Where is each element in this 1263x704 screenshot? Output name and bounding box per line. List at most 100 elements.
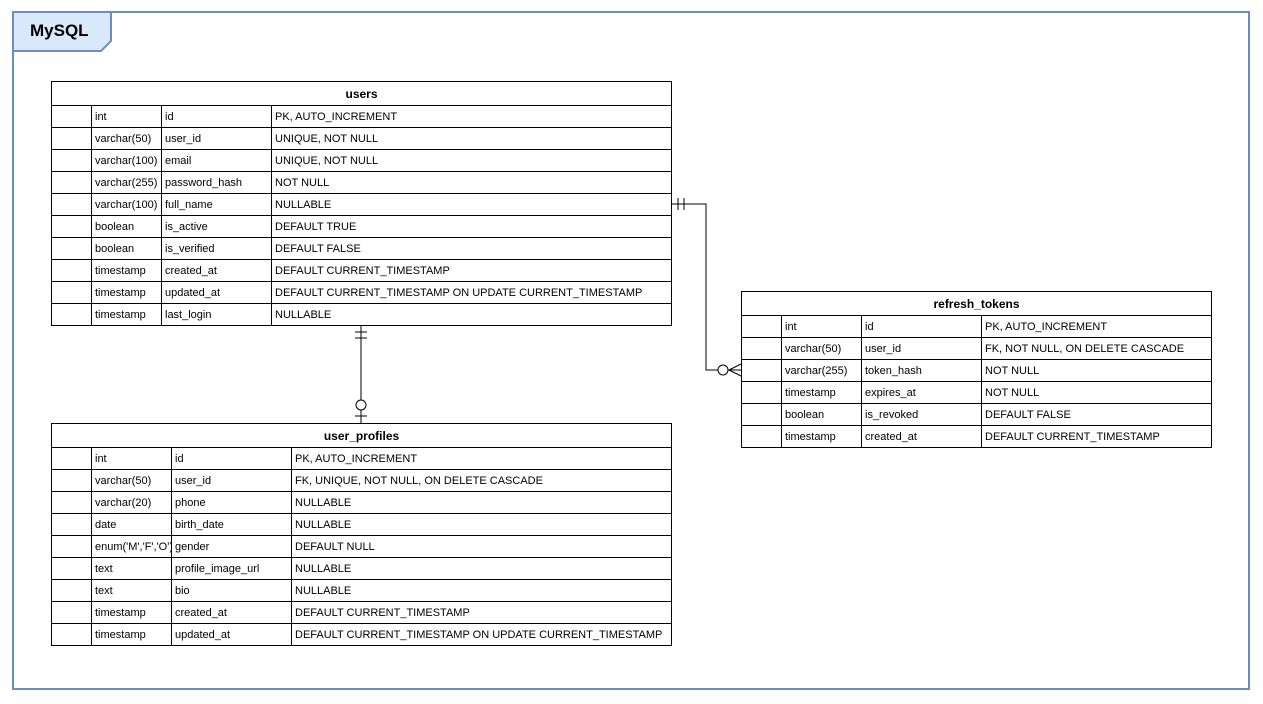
column-constraints: NULLABLE <box>291 491 672 514</box>
key-cell <box>51 215 92 238</box>
key-cell <box>741 425 782 448</box>
key-cell <box>51 171 92 194</box>
column-name: id <box>171 447 292 470</box>
column-constraints: NOT NULL <box>981 381 1212 404</box>
column-constraints: DEFAULT NULL <box>291 535 672 558</box>
column-type: int <box>91 105 162 128</box>
column-name: updated_at <box>171 623 292 646</box>
column-constraints: DEFAULT CURRENT_TIMESTAMP ON UPDATE CURR… <box>291 623 672 646</box>
column-type: varchar(50) <box>91 127 162 150</box>
key-cell <box>51 149 92 172</box>
column-constraints: NOT NULL <box>981 359 1212 382</box>
column-type: varchar(255) <box>91 171 162 194</box>
key-cell <box>51 513 92 536</box>
key-cell <box>741 337 782 360</box>
column-type: boolean <box>781 403 862 426</box>
column-type: timestamp <box>91 281 162 304</box>
column-type: int <box>91 447 172 470</box>
column-constraints: DEFAULT TRUE <box>271 215 672 238</box>
column-type: timestamp <box>781 381 862 404</box>
column-name: created_at <box>161 259 272 282</box>
column-constraints: PK, AUTO_INCREMENT <box>981 315 1212 338</box>
column-name: password_hash <box>161 171 272 194</box>
column-constraints: PK, AUTO_INCREMENT <box>291 447 672 470</box>
column-name: phone <box>171 491 292 514</box>
key-cell <box>51 303 92 326</box>
column-type: varchar(50) <box>91 469 172 492</box>
column-constraints: NULLABLE <box>291 513 672 536</box>
column-constraints: DEFAULT FALSE <box>271 237 672 260</box>
column-constraints: DEFAULT FALSE <box>981 403 1212 426</box>
column-type: timestamp <box>91 303 162 326</box>
column-name: last_login <box>161 303 272 326</box>
column-name: full_name <box>161 193 272 216</box>
column-type: text <box>91 557 172 580</box>
column-type: timestamp <box>781 425 862 448</box>
column-type: boolean <box>91 237 162 260</box>
key-cell <box>51 535 92 558</box>
column-name: is_verified <box>161 237 272 260</box>
column-name: user_id <box>861 337 982 360</box>
key-cell <box>51 469 92 492</box>
column-type: varchar(20) <box>91 491 172 514</box>
column-constraints: NULLABLE <box>291 557 672 580</box>
column-constraints: FK, NOT NULL, ON DELETE CASCADE <box>981 337 1212 360</box>
column-name: updated_at <box>161 281 272 304</box>
column-type: enum('M','F','O') <box>91 535 172 558</box>
key-cell <box>51 193 92 216</box>
column-constraints: DEFAULT CURRENT_TIMESTAMP <box>981 425 1212 448</box>
key-cell <box>741 403 782 426</box>
key-cell <box>51 259 92 282</box>
title-tab-shape <box>12 11 112 52</box>
column-constraints: NULLABLE <box>271 193 672 216</box>
column-name: expires_at <box>861 381 982 404</box>
column-type: text <box>91 579 172 602</box>
column-name: birth_date <box>171 513 292 536</box>
column-name: is_revoked <box>861 403 982 426</box>
column-constraints: UNIQUE, NOT NULL <box>271 127 672 150</box>
column-name: token_hash <box>861 359 982 382</box>
diagram-title: MySQL <box>30 21 89 40</box>
column-type: varchar(255) <box>781 359 862 382</box>
column-constraints: UNIQUE, NOT NULL <box>271 149 672 172</box>
column-constraints: NOT NULL <box>271 171 672 194</box>
key-cell <box>51 105 92 128</box>
table-title: users <box>51 81 672 106</box>
column-type: timestamp <box>91 623 172 646</box>
diagram-frame <box>12 11 1250 690</box>
column-name: id <box>161 105 272 128</box>
key-cell <box>51 127 92 150</box>
column-type: varchar(100) <box>91 149 162 172</box>
column-name: user_id <box>161 127 272 150</box>
key-cell <box>51 623 92 646</box>
column-name: id <box>861 315 982 338</box>
